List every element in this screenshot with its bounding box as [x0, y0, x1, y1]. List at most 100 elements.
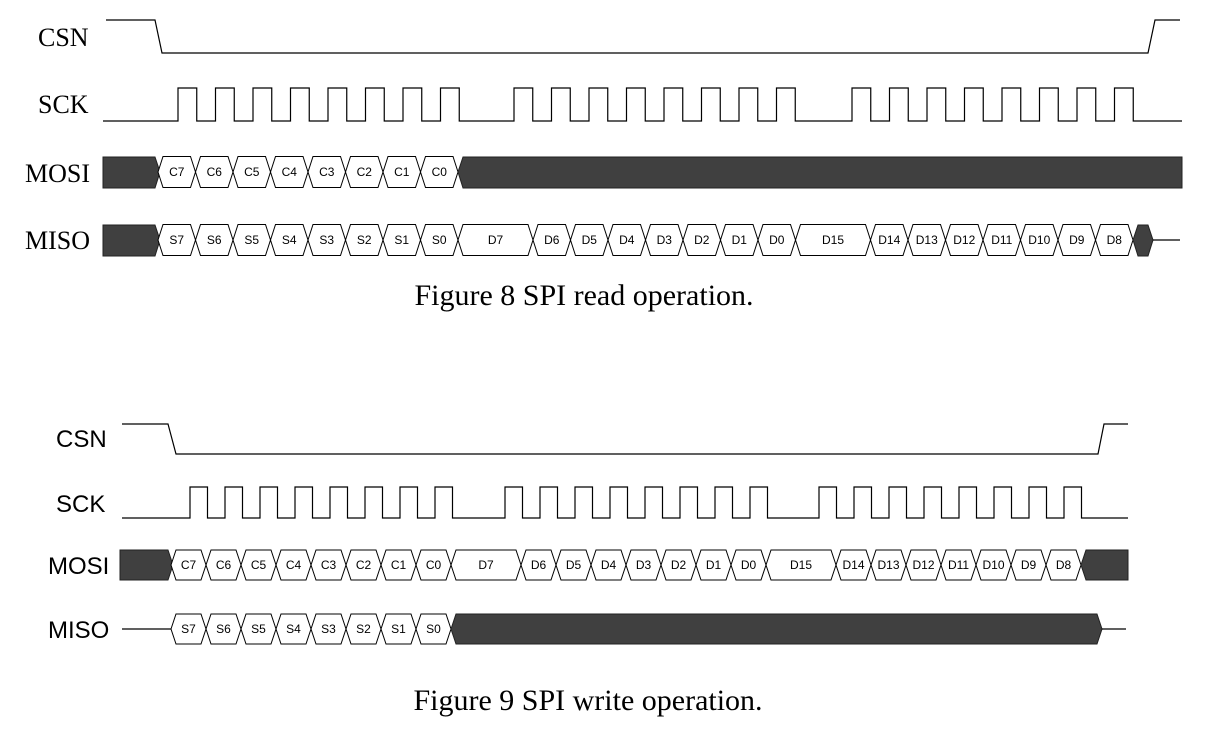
bus-cell-label: D5	[582, 233, 598, 247]
bus-cell-label: S1	[394, 233, 409, 247]
bus-cell: D9	[1010, 549, 1047, 581]
bus-cell: S7	[170, 613, 207, 645]
bus-cell: C1	[380, 549, 417, 581]
bus-cell: C7	[170, 549, 207, 581]
bus-cell: D13	[907, 224, 947, 256]
bus-cell: D6	[520, 549, 557, 581]
bus-cell: C7	[157, 156, 197, 188]
bus-cell: C2	[345, 549, 382, 581]
figure-8-caption: Figure 8 SPI read operation.	[414, 279, 753, 312]
bus-cell: C3	[310, 549, 347, 581]
bus-cell-label: S5	[244, 233, 259, 247]
bus-cell-label: D3	[636, 558, 652, 572]
sck-waveform	[122, 486, 1128, 519]
csn-waveform	[122, 423, 1128, 455]
bus-cell: S4	[275, 613, 312, 645]
bus-cell-label: C6	[216, 558, 232, 572]
bus-cell: C3	[307, 156, 347, 188]
bus-cell-label: S6	[216, 622, 231, 636]
mosi-dont-care-end	[457, 156, 1183, 189]
bus-cell: D3	[625, 549, 662, 581]
bus-cell-label: S5	[251, 622, 266, 636]
bus-cell: S3	[307, 224, 347, 256]
bus-cell-label: C2	[356, 558, 372, 572]
miso-hi-z-end	[1132, 224, 1154, 257]
bus-cell-label: S6	[207, 233, 222, 247]
bus-cell-label: S7	[169, 233, 184, 247]
bus-cell-label: D1	[706, 558, 722, 572]
bus-cell-label: D14	[842, 558, 864, 572]
bus-cell-label: D3	[657, 233, 673, 247]
bus-cell-label: D12	[953, 233, 975, 247]
bus-cell-label: D8	[1056, 558, 1072, 572]
bus-cell-label: S0	[432, 233, 447, 247]
bus-cell: D5	[569, 224, 609, 256]
bus-cell-label: S2	[357, 233, 372, 247]
bus-cell: S5	[232, 224, 272, 256]
miso-label: MISO	[25, 226, 90, 255]
bus-cell: C5	[240, 549, 277, 581]
bus-cell-label: S2	[356, 622, 371, 636]
bus-cell: D10	[975, 549, 1012, 581]
bus-cell: D11	[982, 224, 1022, 256]
bus-cell-label: C0	[432, 165, 448, 179]
bus-cell-label: D0	[741, 558, 757, 572]
bus-cell: C0	[415, 549, 452, 581]
bus-cell-label: D7	[478, 558, 494, 572]
miso-label: MISO	[48, 617, 109, 644]
bus-cell-label: C2	[357, 165, 373, 179]
bus-cell: C4	[269, 156, 309, 188]
bus-cell: D2	[682, 224, 722, 256]
bus-cell: D13	[870, 549, 907, 581]
bus-cell-label: D2	[671, 558, 687, 572]
bus-cell-label: S4	[282, 233, 297, 247]
bus-cell-label: C4	[286, 558, 302, 572]
bus-cell-label: D10	[1028, 233, 1050, 247]
csn-waveform	[106, 19, 1180, 54]
bus-cell-label: D15	[790, 558, 812, 572]
bus-cell: D1	[695, 549, 732, 581]
bus-cell-label: D14	[878, 233, 900, 247]
bus-cell-label: S3	[319, 233, 334, 247]
sck-label: SCK	[38, 90, 89, 119]
bus-cell-label: S0	[426, 622, 441, 636]
bus-cell: D1	[719, 224, 759, 256]
miso-dont-care	[450, 613, 1103, 645]
bus-cell: S2	[345, 613, 382, 645]
bus-cell: S4	[269, 224, 309, 256]
mosi-dont-care-start	[119, 549, 174, 581]
bus-cell-label: D6	[531, 558, 547, 572]
bus-cell-label: D1	[732, 233, 748, 247]
bus-cell: C6	[205, 549, 242, 581]
bus-cell: D8	[1094, 224, 1134, 256]
bus-cell: S0	[415, 613, 452, 645]
figure-9-caption: Figure 9 SPI write operation.	[413, 684, 762, 717]
bus-cell: S0	[419, 224, 459, 256]
bus-cell: D7	[457, 224, 534, 256]
bus-cell-label: S4	[286, 622, 301, 636]
bus-cell: D12	[905, 549, 942, 581]
bus-cell: S2	[344, 224, 384, 256]
bus-cell: D14	[835, 549, 872, 581]
bus-cell: D0	[757, 224, 797, 256]
bus-cell-label: D0	[769, 233, 785, 247]
bus-cell: S1	[380, 613, 417, 645]
bus-cell: D4	[607, 224, 647, 256]
bus-cell-label: D2	[694, 233, 710, 247]
bus-cell-label: C7	[181, 558, 197, 572]
mosi-label: MOSI	[25, 159, 90, 188]
bus-cell: D0	[730, 549, 767, 581]
bus-cell-label: D5	[566, 558, 582, 572]
bus-cell: S7	[157, 224, 197, 256]
miso-dont-care-start	[102, 224, 161, 257]
bus-cell-label: D4	[601, 558, 617, 572]
bus-cell: S6	[194, 224, 234, 256]
bus-cell-label: C5	[251, 558, 267, 572]
bus-cell-label: C4	[282, 165, 298, 179]
bus-cell: D15	[794, 224, 872, 256]
bus-cell: C0	[419, 156, 459, 188]
bus-cell-label: D6	[544, 233, 560, 247]
